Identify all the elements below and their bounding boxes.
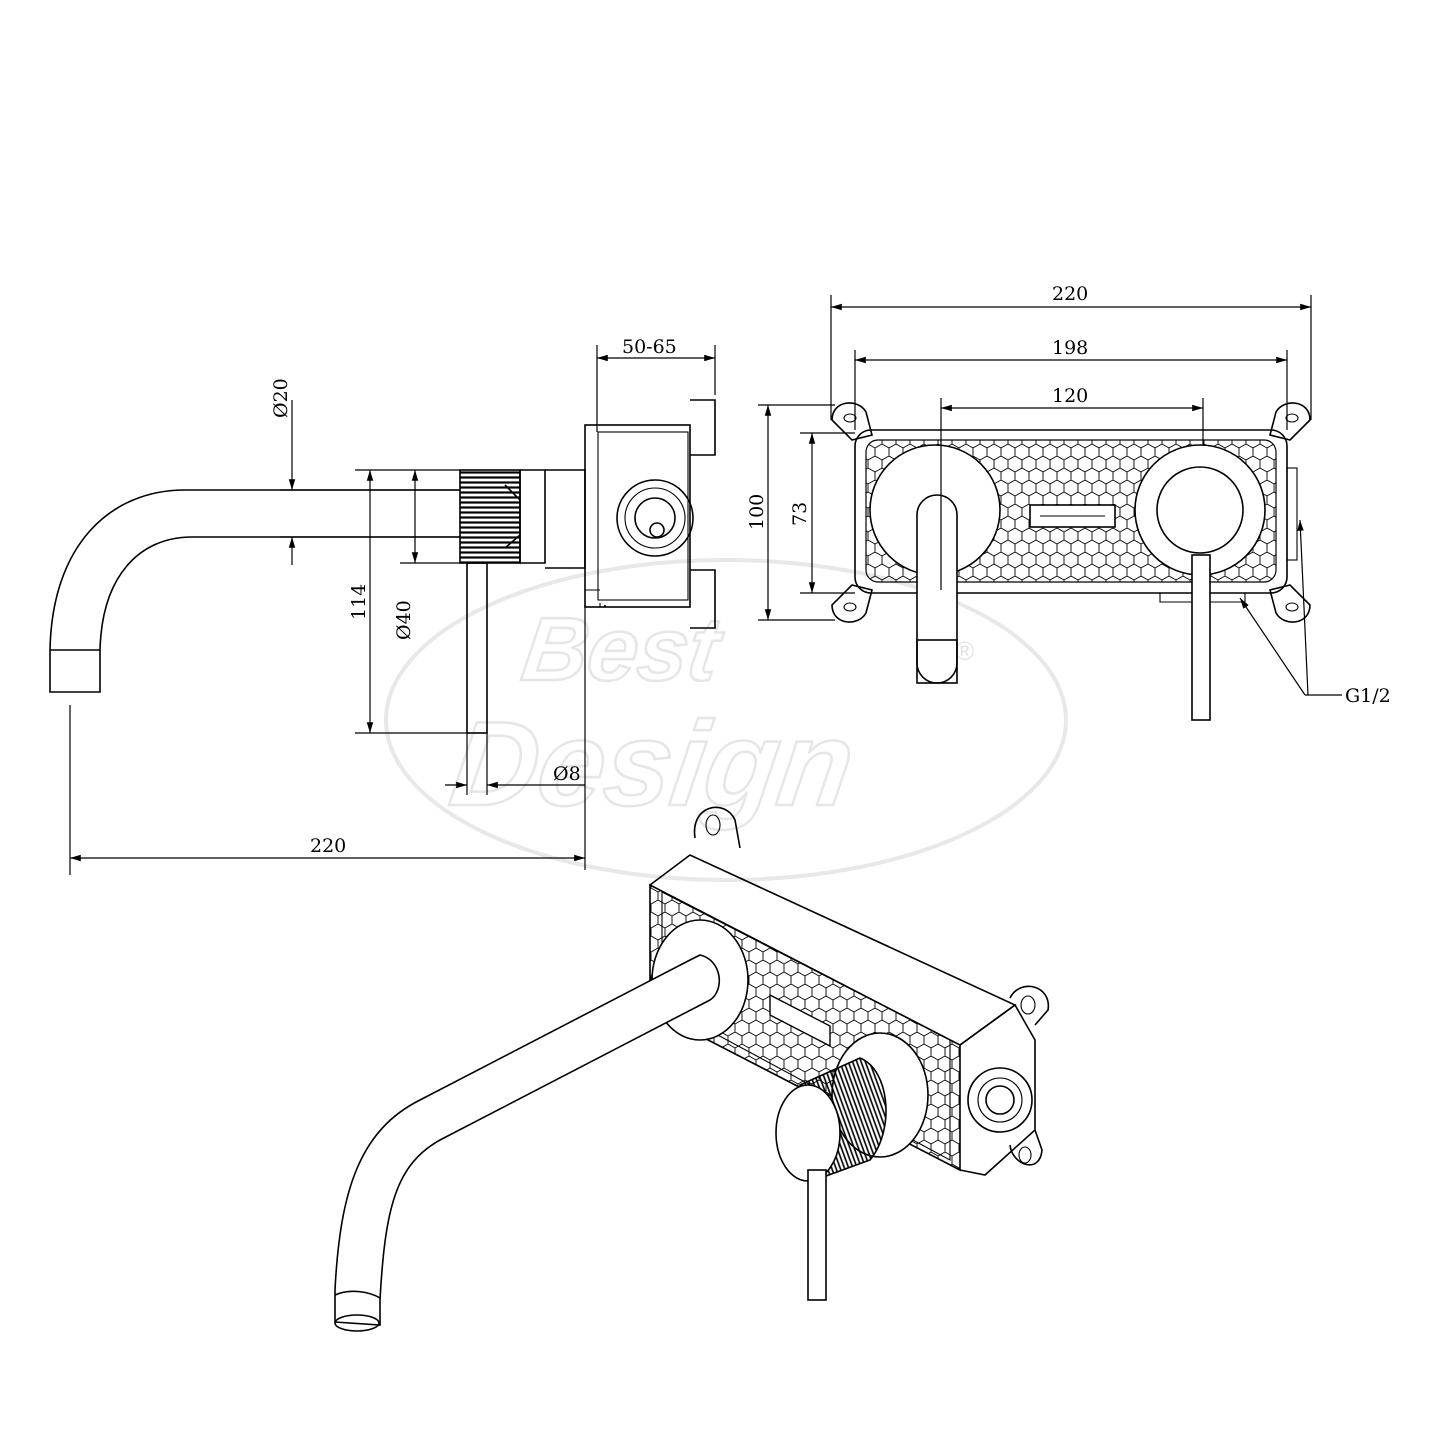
iso-inlet-mid xyxy=(977,1077,1023,1123)
dim-wall-depth: 50-65 xyxy=(622,336,677,358)
iso-ear-right-top xyxy=(1009,985,1049,1026)
dim-lever-diameter: Ø8 xyxy=(553,763,581,785)
iso-slot xyxy=(769,993,831,1048)
dim-height: 114 xyxy=(348,584,370,620)
spout-outline xyxy=(49,489,460,693)
iso-lever xyxy=(807,1169,827,1301)
iso-box-side xyxy=(959,1003,1036,1176)
ear-hole-top-left xyxy=(843,413,857,423)
iso-spout-tip xyxy=(334,1314,380,1332)
wall-flange-bottom xyxy=(604,569,716,629)
inlet-outer xyxy=(616,479,694,557)
watermark: Best Design ® xyxy=(384,558,1068,882)
iso-ear-top xyxy=(693,806,741,849)
handle-knob xyxy=(459,469,521,564)
inlet-mid xyxy=(624,487,686,549)
watermark-line1: Best xyxy=(517,599,730,700)
dim-projection: 220 xyxy=(310,835,346,857)
dim-centers: 120 xyxy=(1052,385,1088,407)
dim-handle-diameter: Ø40 xyxy=(393,600,415,640)
dim-spout-diameter: Ø20 xyxy=(270,378,292,418)
watermark-ellipse xyxy=(384,558,1068,882)
ear-bottom-left xyxy=(831,584,873,623)
iso-spout xyxy=(334,954,721,1326)
lever-front xyxy=(1191,554,1211,721)
ear-hole-bottom-left xyxy=(843,602,857,612)
side-view: Ø20 Ø40 114 Ø8 220 50-65 xyxy=(49,336,716,875)
wall-body xyxy=(584,424,691,608)
iso-inlet-outer xyxy=(967,1067,1033,1133)
thread-size: G1/2 xyxy=(1345,685,1391,707)
wall-body-inner xyxy=(597,431,689,601)
dim-body-width: 198 xyxy=(1052,337,1088,359)
ear-bottom-right xyxy=(1269,584,1311,623)
dim-body-height: 73 xyxy=(789,502,811,526)
body-base xyxy=(585,589,601,607)
handle-bevel xyxy=(504,484,521,549)
thread-leader-a xyxy=(1239,597,1306,696)
iso-ear-right-top-hole xyxy=(1020,995,1036,1015)
watermark-registered: ® xyxy=(955,636,974,666)
iso-ear-right-bottom-hole xyxy=(1018,1146,1032,1164)
iso-inlet-inner xyxy=(985,1085,1015,1115)
watermark-line2: Design xyxy=(443,697,862,831)
iso-handle-face xyxy=(775,1084,841,1182)
body-connector xyxy=(545,469,586,569)
inlet-hole xyxy=(649,522,665,538)
spout-front xyxy=(916,494,958,684)
dim-plate-width: 220 xyxy=(1052,283,1088,305)
lever xyxy=(466,562,488,734)
dim-plate-height: 100 xyxy=(746,494,768,530)
ear-hole-bottom-right xyxy=(1285,602,1299,612)
front-view: 220 198 120 100 73 G1/2 xyxy=(746,283,1391,721)
iso-spout-tip-line xyxy=(334,1290,381,1299)
inlet-inner xyxy=(634,497,676,539)
iso-ear-top-hole xyxy=(705,814,721,836)
ear-hole-top-right xyxy=(1285,413,1299,423)
inlet-side-right xyxy=(1286,467,1298,561)
thread-leader-b xyxy=(1297,519,1309,696)
spout-front-tip xyxy=(916,639,958,684)
wall-flange-top xyxy=(690,399,716,456)
handle-collar xyxy=(519,469,546,564)
handle-knob-front xyxy=(1156,466,1244,554)
iso-view xyxy=(334,806,1049,1332)
